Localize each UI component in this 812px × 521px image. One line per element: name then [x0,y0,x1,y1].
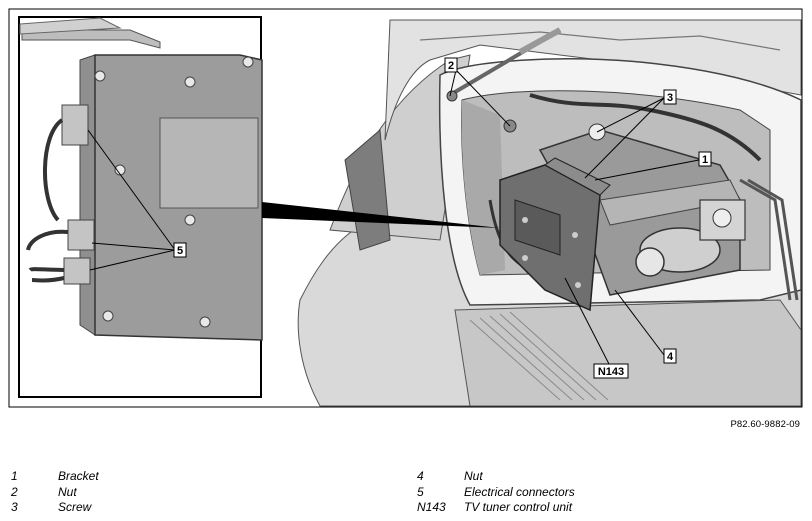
callout-4-text: 4 [667,351,674,363]
legend-item: 3 Screw [11,500,99,516]
legend-number: 4 [417,469,424,483]
zoom-pointer [262,202,500,228]
legend-item: 2 Nut [11,485,99,501]
legend-right: 4 Nut 5 Electrical connectors N143 TV tu… [417,469,575,516]
legend-number: 3 [11,500,18,514]
legend-item: 5 Electrical connectors [417,485,575,501]
callout-3: 3 [663,89,677,105]
figure-reference: P82.60-9882-09 [730,419,800,430]
callout-n143-text: N143 [598,366,624,378]
vehicle-trunk-scene [297,19,802,407]
legend-text: Electrical connectors [464,484,575,499]
legend-left: 1 Bracket 2 Nut 3 Screw [11,469,99,516]
legend-item: 4 Nut [417,469,575,485]
technical-illustration: 2 3 1 5 4 N143 [8,8,803,408]
callout-1: 1 [698,151,712,167]
legend-text: Screw [58,500,92,514]
callout-5: 5 [173,242,187,258]
legend-text: Nut [464,469,483,483]
legend-number: 5 [417,484,424,499]
legend-item: N143 TV tuner control unit [417,500,575,516]
callout-3-text: 3 [667,92,673,104]
callout-2-text: 2 [448,60,454,72]
callout-1-text: 1 [702,154,708,166]
callout-5-text: 5 [177,245,183,257]
legend-text: Nut [58,484,77,499]
leader-lines [87,69,700,367]
legend-text: Bracket [58,469,99,483]
callout-n143: N143 [593,363,629,379]
legend-number: 1 [11,469,18,483]
detail-inset [18,16,263,398]
legend-number: 2 [11,484,18,499]
legend-item: 1 Bracket [11,469,99,485]
legend-text: TV tuner control unit [464,500,573,514]
callout-4: 4 [663,348,677,364]
callout-2: 2 [444,57,458,73]
legend-number: N143 [417,500,446,514]
